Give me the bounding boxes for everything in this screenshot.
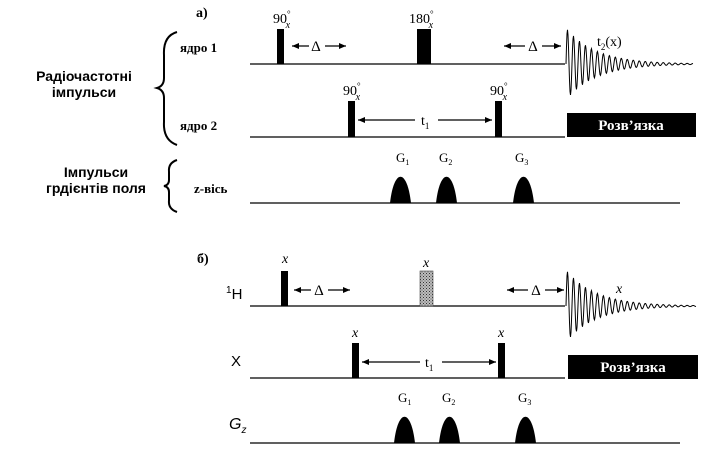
t2-label: t2(x): [597, 35, 622, 52]
pulse-x-second: [498, 343, 505, 378]
gradient-label-b-1: G1: [398, 390, 411, 407]
fid-signal-a: [565, 29, 694, 96]
panel-a: а) Радіочастотні імпульси Імпульси грдіє…: [36, 6, 696, 213]
delta-label-a1: Δ: [311, 39, 321, 55]
pulse-label-b-3: x: [351, 326, 359, 341]
row-label-nucleus-1: ядро 1: [180, 40, 217, 55]
delta-label-b1: Δ: [314, 283, 324, 299]
grad-group-brace: [163, 159, 178, 213]
gradient-label-b-3: G3: [518, 390, 531, 407]
pulse-label-b-4: x: [497, 326, 505, 341]
pulse-label-90-c: 90°x: [490, 81, 508, 103]
row-label-gz: Gz: [229, 416, 246, 436]
decoupling-label-b: Розв’язка: [600, 360, 666, 376]
gradient-label-a-1: G1: [396, 150, 409, 167]
t1-label-b: t1: [425, 356, 433, 373]
pulse-1h-dotted: [419, 270, 434, 307]
gradient-pulse-b-3: [515, 416, 536, 443]
gradient-label-a-3: G3: [515, 150, 528, 167]
decoupling-block-a: [567, 113, 696, 137]
panel-b-marker: б): [197, 252, 209, 267]
delta-label-b2: Δ: [531, 283, 541, 299]
pulse-x-first: [352, 343, 359, 378]
panel-a-marker: а): [196, 6, 208, 21]
pulse-label-b-2: x: [422, 256, 430, 271]
row-label-x: X: [231, 353, 241, 370]
fid-label-b: x: [615, 282, 623, 297]
gradient-pulse-a-2: [436, 176, 457, 203]
pulse-90-nucleus-2-first: [348, 101, 355, 137]
decoupling-block-b: [568, 355, 698, 379]
row-label-1h: 1H: [226, 285, 242, 303]
gradient-pulse-b-2: [439, 416, 460, 443]
pulse-90-nucleus-2-second: [495, 101, 502, 137]
pulse-90-nucleus-1: [277, 29, 284, 64]
rf-group-label-line2: імпульси: [52, 84, 116, 100]
rf-group-brace: [153, 31, 178, 146]
pulse-label-90-b: 90°x: [343, 81, 361, 103]
row-label-nucleus-2: ядро 2: [180, 118, 217, 133]
pulse-180-nucleus-1: [417, 29, 431, 64]
rf-group-label-line1: Радіочастотні: [36, 68, 132, 84]
pulse-label-b-1: x: [281, 252, 289, 267]
t1-label-a: t1: [421, 114, 429, 131]
gradient-pulse-a-1: [390, 176, 411, 203]
pulse-label-180: 180°x: [409, 9, 434, 31]
grad-group-label-line1: Імпульси: [64, 164, 128, 180]
gradient-pulse-b-1: [394, 416, 415, 443]
fid-signal-b: [565, 271, 697, 338]
gradient-label-b-2: G2: [442, 390, 455, 407]
row-label-z-axis: z-вісь: [194, 181, 228, 196]
pulse-label-90-a: 90°x: [273, 9, 291, 31]
pulse-1h-first: [281, 271, 288, 306]
delta-label-a2: Δ: [528, 39, 538, 55]
gradient-pulse-a-3: [513, 176, 534, 203]
decoupling-label-a: Розв’язка: [598, 118, 664, 134]
panel-b: б) 1H X Gz x x x x Δ Δ t1 x: [197, 252, 698, 444]
grad-group-label-line2: грдієнтів поля: [46, 180, 146, 196]
gradient-label-a-2: G2: [439, 150, 452, 167]
